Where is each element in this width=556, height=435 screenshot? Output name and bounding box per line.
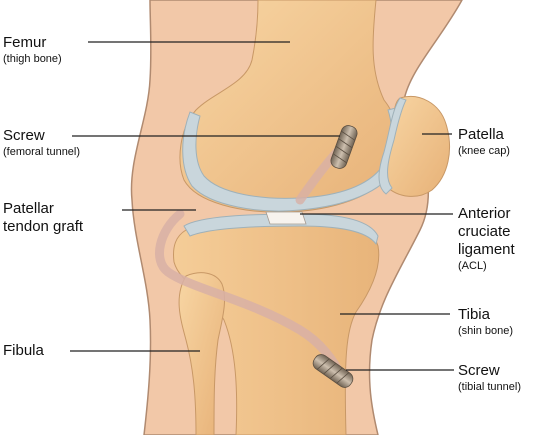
tibial-cartilage — [183, 213, 379, 246]
leader-lines — [70, 41, 454, 371]
acl-line3: ligament — [458, 241, 515, 258]
graft-line1: Patellar — [3, 200, 54, 217]
tibia-note: (shin bone) — [458, 325, 514, 337]
acl-note: (ACL) — [458, 260, 487, 272]
acl-line2: cruciate — [458, 223, 511, 240]
label-tibia: Tibia (shin bone) — [458, 306, 513, 338]
label-patella: Patella (knee cap) — [458, 126, 510, 158]
tibia-name: Tibia — [458, 306, 490, 323]
femur-note: (thigh bone) — [3, 53, 62, 65]
fibula-name: Fibula — [3, 342, 44, 359]
tendon-graft — [155, 209, 347, 383]
tibial-screw — [312, 354, 354, 388]
patella-name: Patella — [458, 126, 504, 143]
label-femur: Femur (thigh bone) — [3, 34, 62, 66]
femur-name: Femur — [3, 34, 47, 51]
label-screw-tibial: Screw (tibial tunnel) — [458, 362, 521, 394]
acl-line1: Anterior — [458, 205, 511, 222]
femoral-cartilage — [182, 107, 403, 212]
label-screw-femoral: Screw (femoral tunnel) — [3, 127, 80, 159]
screw-tibial-note: (tibial tunnel) — [458, 381, 521, 393]
screw-femoral-name: Screw — [3, 127, 45, 144]
patella-note: (knee cap) — [458, 145, 510, 157]
screw-femoral-note: (femoral tunnel) — [3, 146, 81, 158]
fibula-shape — [178, 272, 225, 435]
label-acl: Anterior cruciate ligament (ACL) — [458, 205, 515, 273]
patella-cartilage — [378, 97, 407, 195]
graft-line2: tendon graft — [3, 218, 84, 235]
label-fibula: Fibula — [3, 342, 44, 360]
screw-tibial-name: Screw — [458, 362, 500, 379]
femoral-screw — [330, 125, 358, 169]
acl-ligament — [265, 211, 307, 225]
label-graft: Patellar tendon graft — [3, 200, 83, 236]
